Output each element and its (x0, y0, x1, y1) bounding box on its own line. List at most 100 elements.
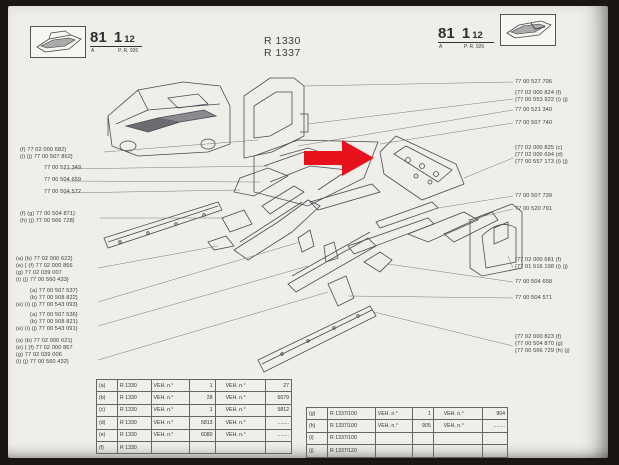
table-row: (i)R 1337/100 (306, 431, 508, 446)
table-cell (374, 431, 414, 446)
table-cell (189, 440, 216, 455)
wheel-housing (469, 203, 523, 277)
table-cell: VEH. n.° (150, 391, 191, 405)
table-cell: VEH. n.° (214, 391, 267, 405)
table-cell: VEH. n.° (214, 416, 267, 430)
table-cell: VEH. n.° (150, 428, 191, 442)
car-body-thumbnail-icon (506, 20, 552, 39)
left-label-7-line-3: (e) (i) (j) 77 00 543 093} (16, 302, 78, 308)
left-label-9-line-3: (g) 77 02 039 006 (16, 352, 62, 358)
right-label-8-line-1: {77 02 000 681 (f) (515, 257, 562, 263)
table-cell: (a) (96, 378, 118, 393)
table-cell: R 1330 (117, 391, 152, 405)
table-cell: VEH. n.° (214, 378, 267, 393)
table-cell: VEH. n.° (214, 403, 267, 418)
table-cell: VEH. n.° (150, 403, 191, 418)
table-cell (432, 431, 484, 446)
model-2: R 1337 (264, 47, 301, 59)
right-a: A (439, 44, 443, 50)
right-label-8-line-2: {77 01 516 198 (i) (j) (515, 264, 568, 270)
small-brackets (327, 251, 393, 307)
red-arrow-icon (304, 140, 374, 176)
table-cell (214, 440, 267, 455)
right-section: 81 (438, 25, 455, 42)
table-cell: (e) (96, 428, 118, 442)
exploded-parts-drawing (63, 77, 523, 373)
car-body-overview (107, 81, 231, 157)
table-cell: VEH. n.° (374, 406, 414, 421)
rear-cross-panel (379, 135, 465, 201)
left-section: 81 (90, 29, 107, 46)
side-rail-left (103, 201, 223, 249)
table-cell: VEH. n.° (150, 416, 191, 430)
car-body-thumbnail-left (30, 26, 86, 58)
table-cell: VEH. n.° (150, 378, 191, 393)
left-label-5-line-1: (f) (g) 77 00 504 871} (20, 211, 76, 217)
table-cell: VEH. n.° (214, 428, 267, 442)
left-label-6-line-4: (i) (j) 77 00 560 433} (16, 277, 69, 283)
table-cell: R 1337/100 (327, 419, 376, 433)
left-label-9-line-1: (a) (b) 77 02 000 621} (16, 338, 73, 344)
right-label-5-line-2: {77 02 000 694 (d) (515, 152, 563, 158)
table-cell: R 1337/100 (327, 406, 376, 421)
left-label-1-line-1: (f) 77 02 000 682} (20, 147, 67, 153)
left-label-9-line-2: (e) { (f) 77 02 000 867 (16, 345, 73, 351)
table-cell: R 1330 (117, 440, 152, 455)
left-label-3: 77 00 504 659 (44, 177, 82, 183)
right-label-3: 77 00 521 340 (515, 107, 553, 113)
right-label-6: 77 00 507 739 (515, 193, 553, 199)
table-cell (482, 444, 508, 458)
right-label-1: 77 00 527 706 (515, 79, 553, 85)
right-label-11-line-2: {77 00 504 870 (g) (515, 341, 563, 347)
right-label-2-line-2: {77 00 553 922 (i) (j) (515, 97, 568, 103)
left-page: 12 (124, 34, 135, 45)
table-cell: (j) (306, 444, 328, 458)
table-cell (432, 444, 484, 458)
right-page: 12 (472, 30, 483, 41)
table-cell: 904 (482, 406, 508, 421)
table-cell: 1 (189, 378, 216, 393)
table-cell: (i) (306, 431, 328, 446)
right-label-4: 77 00 507 740 (515, 120, 553, 126)
left-label-6-line-1: (a) (b) 77 02 000 622} (16, 256, 73, 262)
table-cell: 27 (265, 378, 292, 393)
table-cell (374, 444, 414, 458)
table-cell: VEH. n.° (374, 419, 414, 433)
left-label-5-line-2: (h) (j) 77 00 566 728} (20, 218, 75, 224)
left-a: A (91, 48, 95, 54)
car-body-thumbnail-icon (36, 30, 82, 53)
table-cell: ........ (265, 416, 292, 430)
header-rule-right (438, 42, 494, 43)
left-sub: 1 (113, 29, 123, 46)
table-cell: (b) (96, 391, 118, 405)
right-pr: P. R. 926 (464, 44, 485, 50)
table-cell: R 1330 (117, 378, 152, 393)
table-cell: 6080 (189, 428, 216, 442)
lower-sill-rail (257, 305, 377, 373)
left-label-7-line-2: (b) 77 00 508 822} (30, 295, 78, 301)
table-cell (412, 431, 434, 446)
table-cell: (d) (96, 416, 118, 430)
table-cell: (f) (96, 440, 118, 455)
table-cell: (g) (306, 406, 328, 421)
table-cell (150, 440, 191, 455)
table-cell: (h) (306, 419, 328, 433)
car-body-thumbnail-right (500, 14, 556, 46)
left-label-6-line-3: (g) 77 02 039 007 (16, 270, 62, 276)
table-cell: 5813 (189, 416, 216, 430)
table-cell: R 1337/120 (327, 444, 376, 458)
table-cell: 1 (412, 406, 434, 421)
table-cell: (c) (96, 403, 118, 418)
table-cell: 6079 (265, 391, 292, 405)
table-cell: ........ (265, 428, 292, 442)
right-label-7: 77 00 520 791 (515, 206, 553, 212)
right-label-5-line-1: {77 02 000 825 (c) (515, 145, 563, 151)
